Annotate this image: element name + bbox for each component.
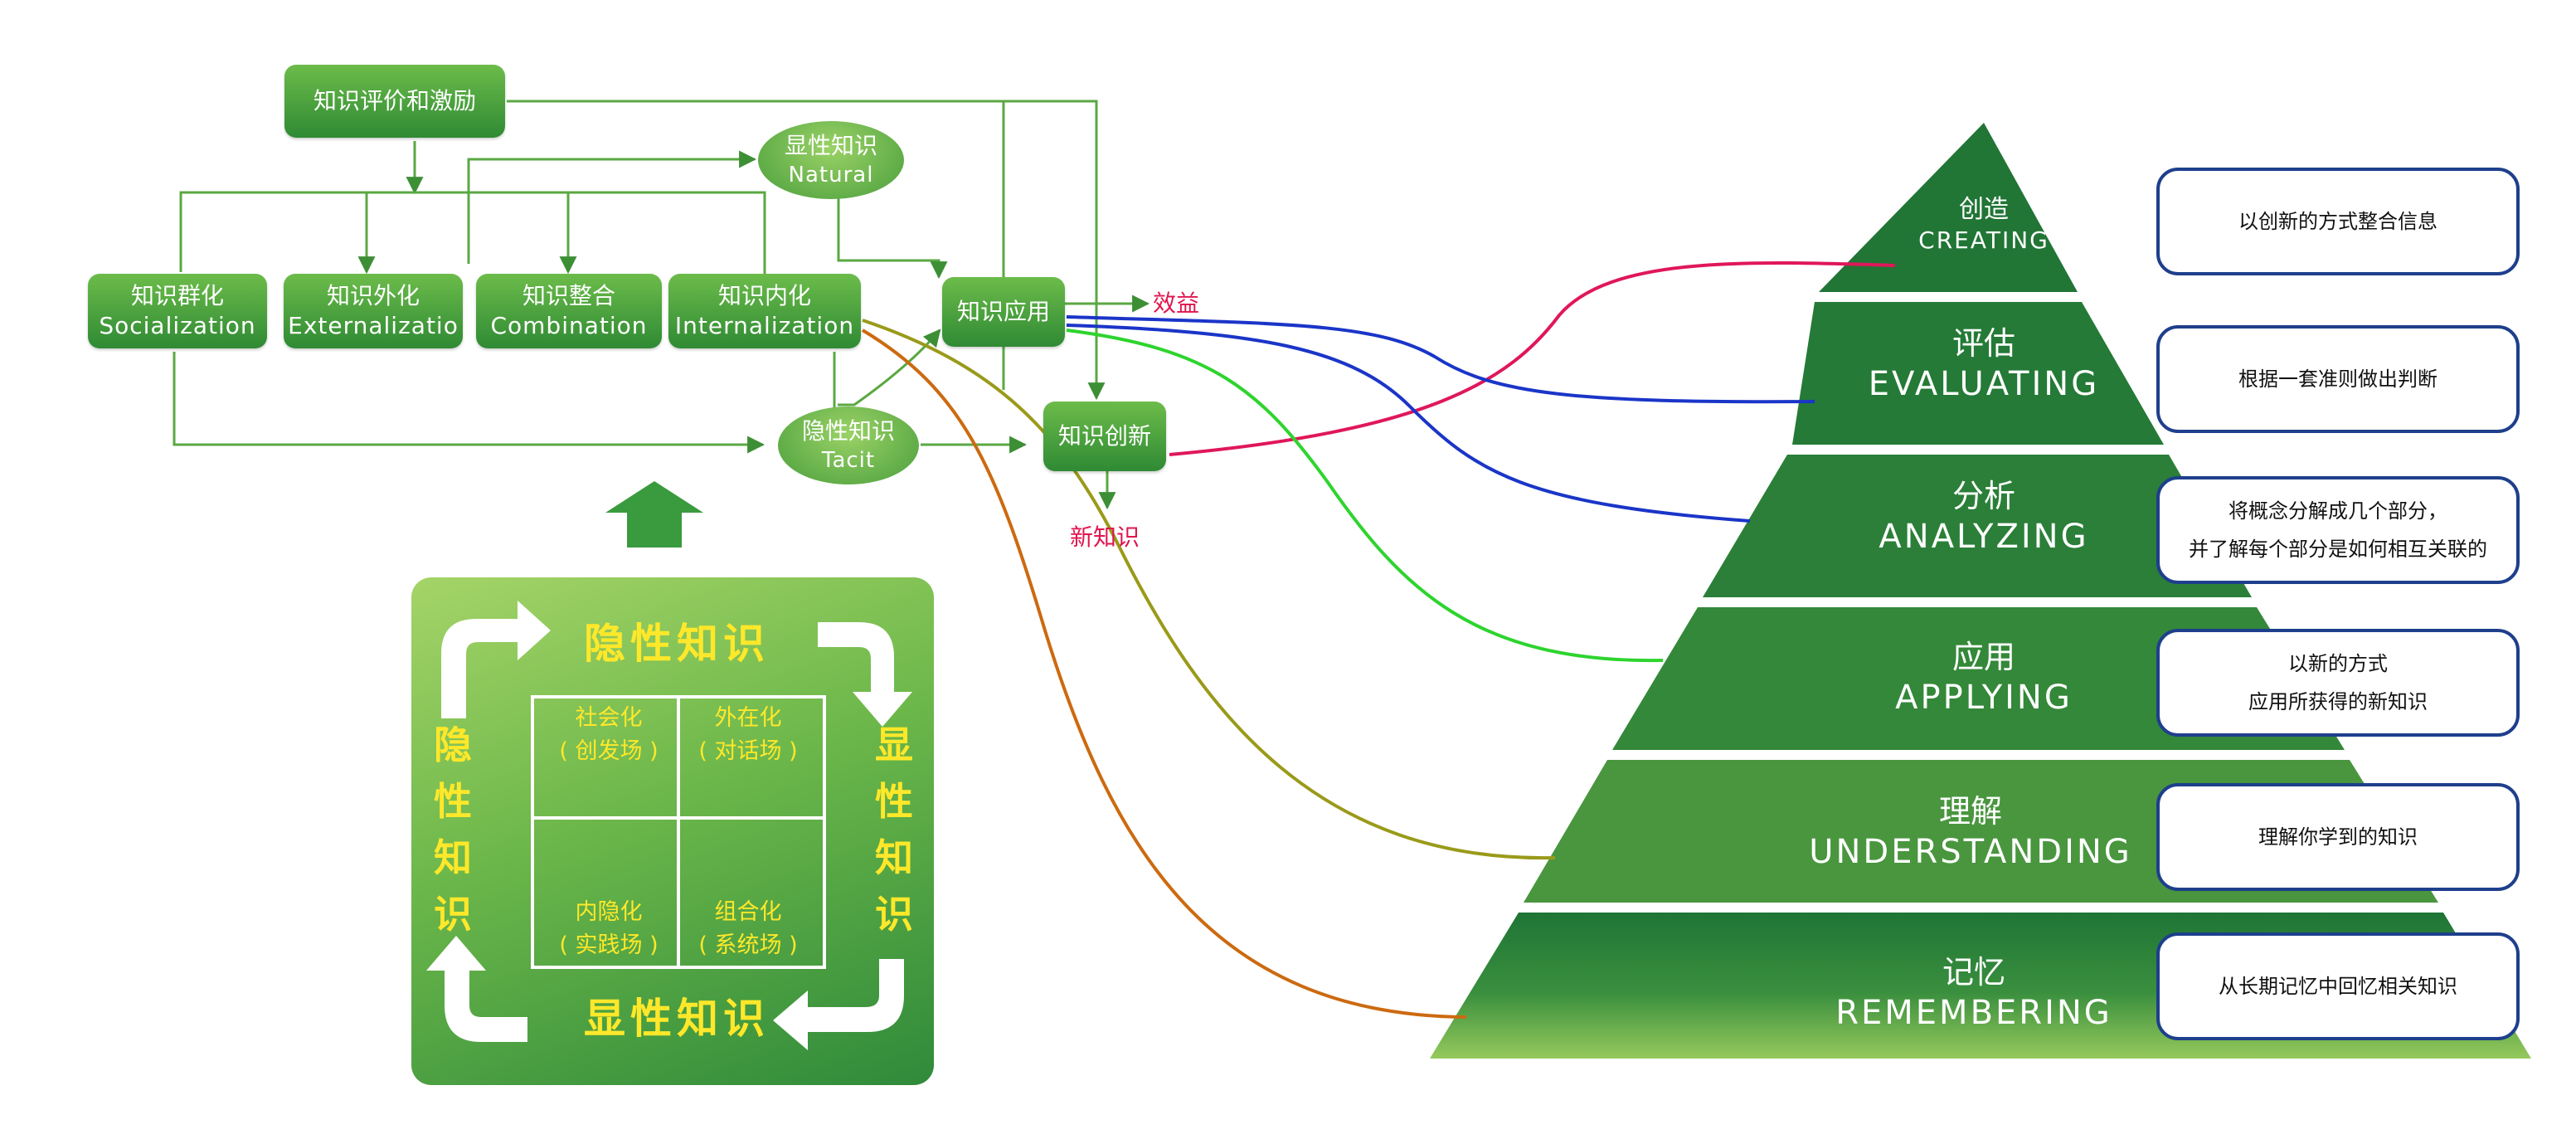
- description-line: 将概念分解成几个部分，: [2228, 499, 2447, 523]
- tacit-knowledge-en: Tacit: [821, 448, 876, 473]
- socialization-en: Socialization: [99, 312, 256, 339]
- pyramid-label-creating: 创造 CREATING: [1735, 194, 2233, 256]
- knowledge-application-box: 知识应用: [942, 277, 1065, 347]
- description-line: 以创新的方式整合信息: [2238, 210, 2437, 233]
- pyramid-label-applying: 应用 APPLYING: [1735, 637, 2233, 718]
- knowledge-application-label: 知识应用: [956, 298, 1050, 325]
- level-en: ANALYZING: [1879, 518, 2089, 556]
- level-en: REMEMBERING: [1835, 994, 2112, 1032]
- description-remembering: 从长期记忆中回忆相关知识: [2156, 932, 2520, 1040]
- level-cn: 创造: [1959, 195, 2009, 224]
- externalization-cn: 知识外化: [326, 282, 420, 309]
- description-understanding: 理解你学到的知识: [2156, 783, 2520, 891]
- seci-left-char: 性: [434, 779, 472, 824]
- seci-frame: [426, 601, 912, 1050]
- seci-left-char: 隐: [434, 723, 472, 767]
- evaluation-incentive-box: 知识评价和激励: [284, 65, 505, 138]
- internalization-cn: 知识内化: [717, 282, 811, 309]
- level-en: CREATING: [1918, 226, 2049, 254]
- description-line: 以新的方式: [2288, 652, 2388, 675]
- level-cn: 记忆: [1942, 954, 2005, 991]
- pyramid-label-remembering: 记忆 REMEMBERING: [1725, 952, 2223, 1034]
- seci-bottom-label: 显性知识: [584, 995, 770, 1043]
- externalization-box: 知识外化 Externalizatio: [284, 274, 463, 348]
- quadrant-subtitle: ( 创发场 ): [559, 738, 659, 764]
- seci-quadrant-externalization: 外在化 ( 对话场 ): [673, 702, 823, 768]
- level-cn: 评估: [1951, 325, 2015, 362]
- description-creating: 以创新的方式整合信息: [2156, 168, 2520, 275]
- pyramid-level-analyzing: [1703, 455, 2252, 597]
- description-applying: 以新的方式 应用所获得的新知识: [2156, 629, 2520, 737]
- explicit-knowledge-cn: 显性知识: [784, 132, 877, 159]
- level-cn: 应用: [1951, 639, 2015, 675]
- knowledge-innovation-label: 知识创新: [1057, 422, 1151, 450]
- pyramid-label-analyzing: 分析 ANALYZING: [1735, 476, 2233, 557]
- link-application-applying: [1066, 329, 1664, 663]
- quadrant-title: 内隐化: [575, 899, 643, 925]
- seci-right-char: 显: [875, 723, 913, 767]
- quadrant-title: 外在化: [714, 705, 782, 731]
- seci-quadrant-combination: 组合化 ( 系统场 ): [673, 896, 823, 962]
- seci-left-label: 隐 性 知 识: [428, 717, 478, 942]
- tacit-knowledge-node: 隐性知识 Tacit: [778, 406, 919, 484]
- level-en: UNDERSTANDING: [1809, 833, 2132, 871]
- knowledge-innovation-box: 知识创新: [1043, 402, 1166, 471]
- new-knowledge-label: 新知识: [1070, 523, 1140, 551]
- description-line: 根据一套准则做出判断: [2238, 367, 2437, 391]
- tacit-knowledge-cn: 隐性知识: [801, 417, 895, 445]
- level-cn: 理解: [1938, 793, 2002, 830]
- internalization-en: Internalization: [674, 312, 855, 339]
- explicit-knowledge-en: Natural: [788, 163, 874, 187]
- seci-right-char: 识: [875, 892, 913, 937]
- quadrant-subtitle: ( 系统场 ): [698, 932, 798, 958]
- externalization-en: Externalizatio: [288, 312, 459, 339]
- pyramid-label-understanding: 理解 UNDERSTANDING: [1722, 791, 2219, 873]
- quadrant-title: 社会化: [575, 705, 643, 731]
- pyramid-level-creating: [1819, 123, 2078, 292]
- up-arrow-icon: [605, 481, 703, 548]
- quadrant-subtitle: ( 对话场 ): [698, 738, 798, 764]
- explicit-knowledge-node: 显性知识 Natural: [758, 121, 904, 199]
- socialization-box: 知识群化 Socialization: [88, 274, 267, 348]
- link-internalization-remembering: [861, 329, 1467, 1019]
- description-line: 应用所获得的新知识: [2248, 690, 2428, 713]
- level-en: EVALUATING: [1868, 365, 2100, 403]
- seci-model-panel: 隐性知识 显性知识 隐 性 知 识 显 性 知 识 社会化 ( 创发场 ) 外在…: [411, 577, 934, 1085]
- link-application-evaluating: [1066, 315, 1815, 404]
- quadrant-title: 组合化: [714, 899, 782, 925]
- level-cn: 分析: [1951, 478, 2015, 514]
- combination-cn: 知识整合: [522, 282, 615, 309]
- seci-right-char: 性: [875, 779, 913, 824]
- level-en: APPLYING: [1895, 679, 2073, 717]
- link-application-analyzing: [1066, 324, 1751, 523]
- seci-quadrant-internalization: 内隐化 ( 实践场 ): [534, 896, 683, 962]
- quadrant-subtitle: ( 实践场 ): [559, 932, 659, 958]
- socialization-cn: 知识群化: [130, 282, 224, 309]
- internalization-box: 知识内化 Internalization: [668, 274, 861, 348]
- description-line: 并了解每个部分是如何相互关联的: [2189, 538, 2487, 561]
- description-evaluating: 根据一套准则做出判断: [2156, 325, 2520, 433]
- benefit-label: 效益: [1153, 290, 1200, 317]
- seci-left-char: 识: [434, 892, 472, 937]
- link-internalization-understanding: [862, 319, 1556, 860]
- seci-left-char: 知: [434, 835, 472, 880]
- combination-box: 知识整合 Combination: [476, 274, 662, 348]
- description-analyzing: 将概念分解成几个部分， 并了解每个部分是如何相互关联的: [2156, 476, 2520, 584]
- seci-right-label: 显 性 知 识: [869, 717, 919, 942]
- evaluation-incentive-label: 知识评价和激励: [313, 87, 476, 114]
- seci-top-label: 隐性知识: [584, 620, 770, 668]
- combination-en: Combination: [490, 312, 648, 339]
- seci-right-char: 知: [875, 835, 913, 880]
- pyramid-label-evaluating: 评估 EVALUATING: [1735, 324, 2233, 405]
- description-line: 从长期记忆中回忆相关知识: [2219, 975, 2457, 998]
- seci-quadrant-socialization: 社会化 ( 创发场 ): [534, 702, 683, 768]
- link-innovation-creating: [1169, 261, 1896, 456]
- description-line: 理解你学到的知识: [2258, 825, 2418, 849]
- pyramid-level-evaluating: [1792, 302, 2164, 445]
